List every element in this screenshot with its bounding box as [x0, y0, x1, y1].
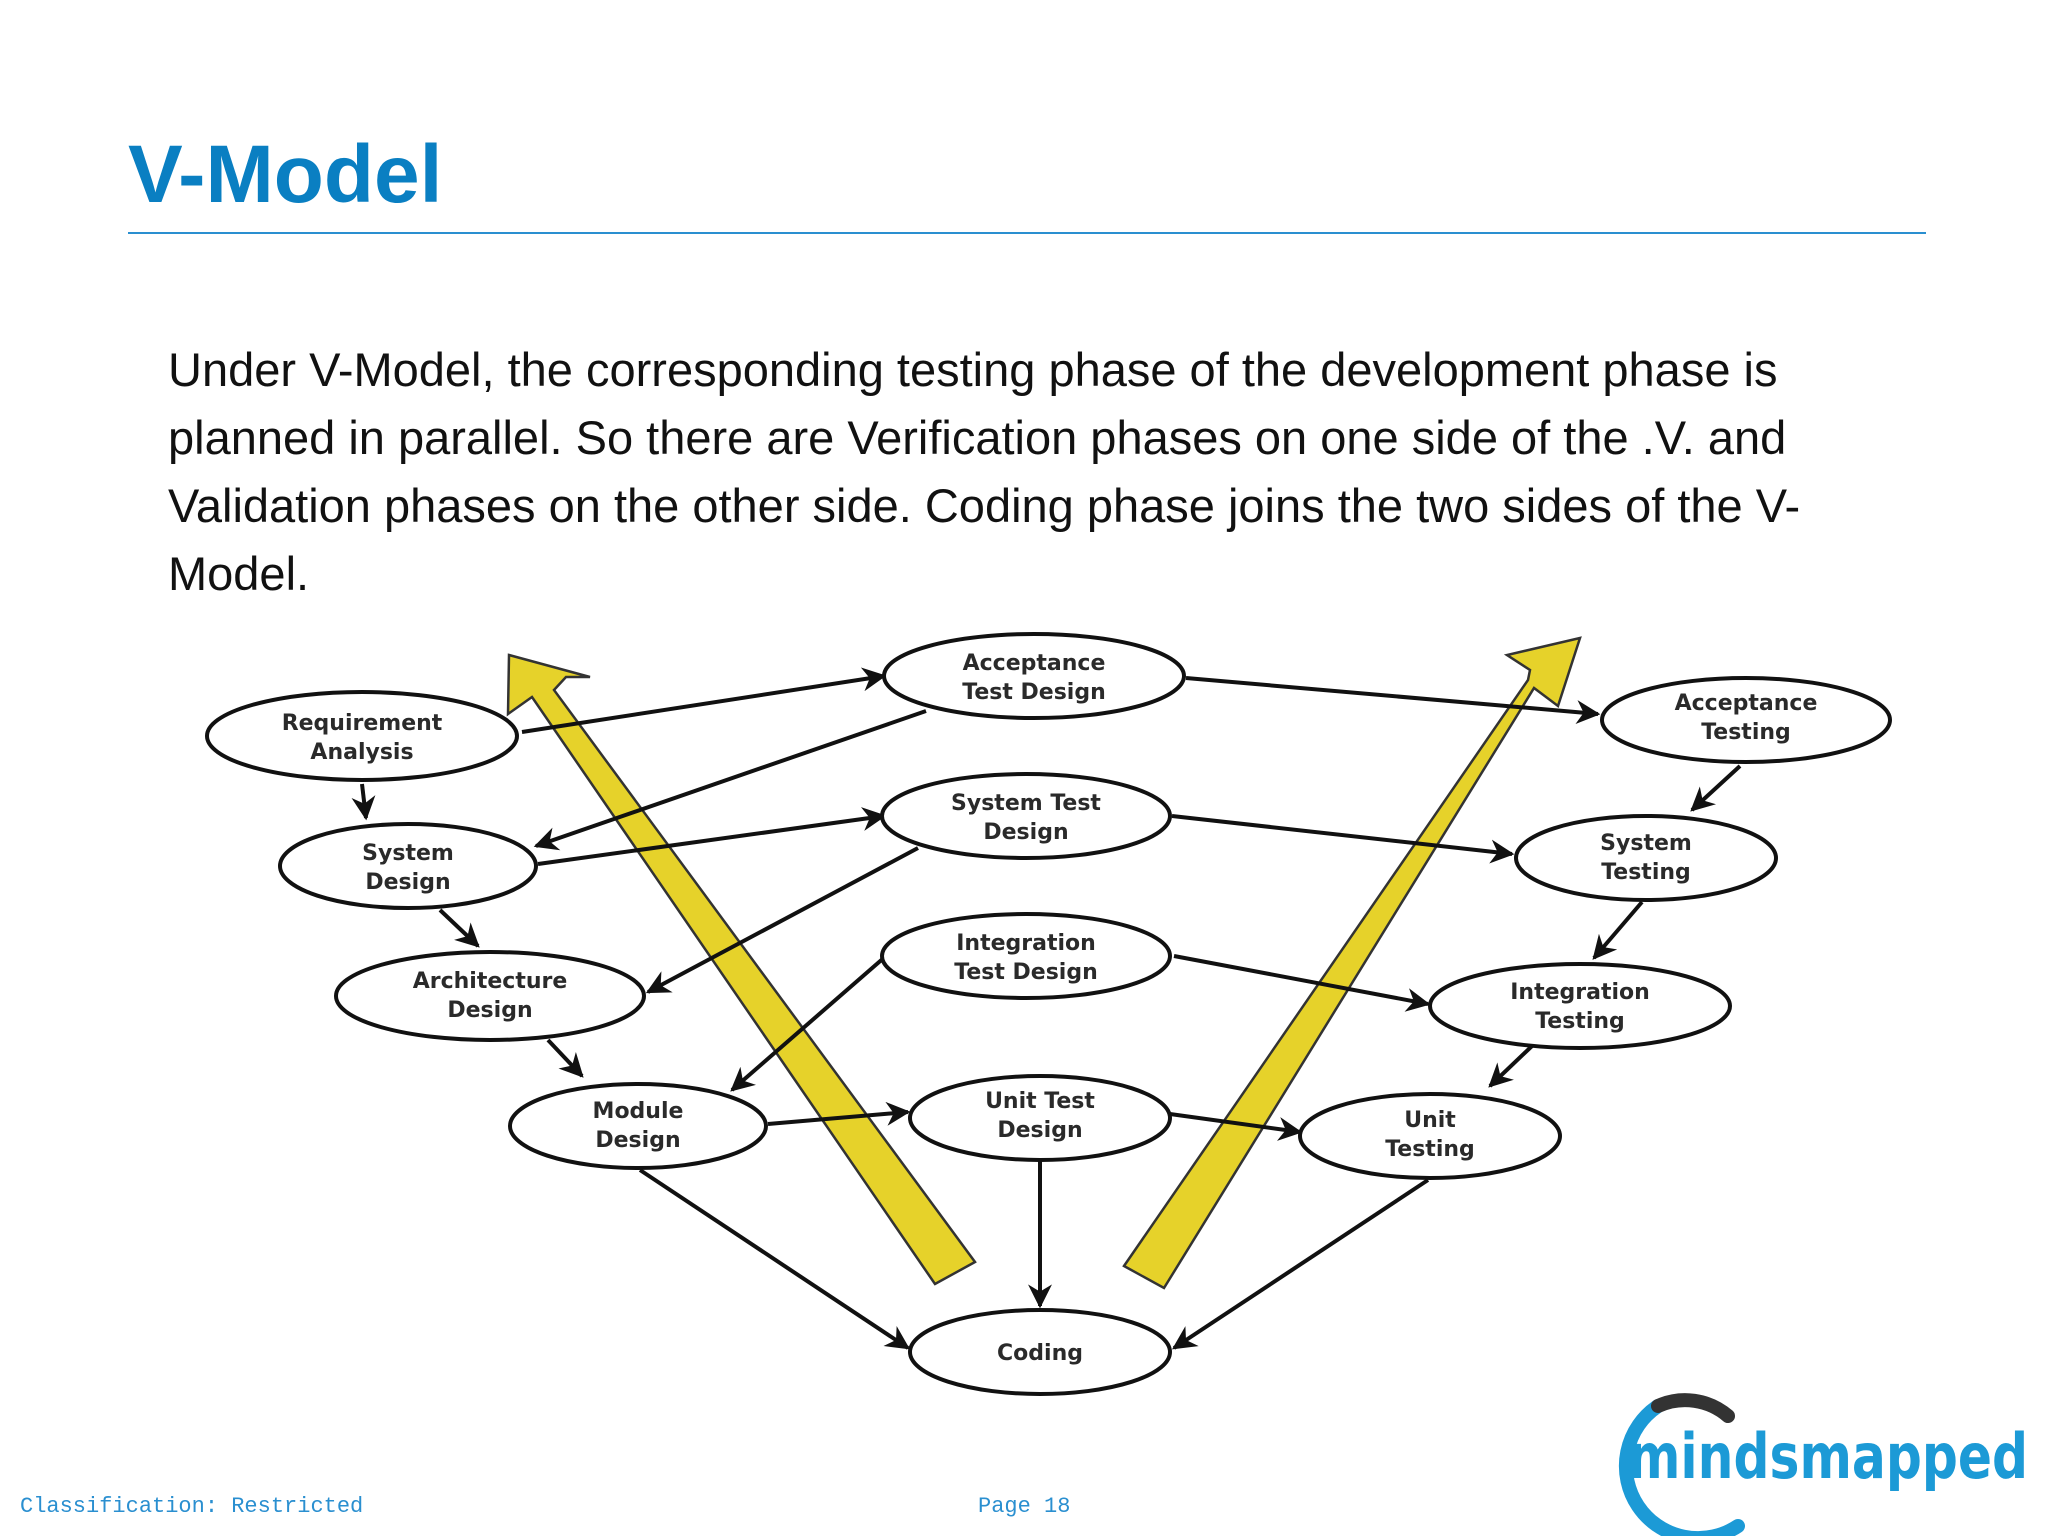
node-label: System — [1600, 831, 1692, 856]
node-label: Testing — [1385, 1137, 1475, 1162]
footer-page-number: Page 18 — [978, 1494, 1071, 1519]
arrow-module-to-unit-test-design — [767, 1101, 911, 1126]
node-system-design: System Design — [278, 822, 538, 910]
slide-body-text: Under V-Model, the corresponding testing… — [168, 343, 1801, 600]
arrow-requirement-to-system-design — [351, 783, 376, 821]
node-coding: Coding — [908, 1308, 1172, 1396]
node-label: Acceptance — [1675, 691, 1818, 716]
node-acceptance-test-design: Acceptance Test Design — [882, 632, 1186, 720]
arrow-system-testing-to-integration-testing — [1592, 900, 1644, 960]
node-label: Coding — [997, 1341, 1083, 1366]
node-label: Test Design — [954, 960, 1098, 985]
node-label: Design — [983, 820, 1068, 845]
node-label: Test Design — [962, 680, 1106, 705]
arrow-requirement-to-acceptance-test-design — [521, 667, 887, 734]
node-label: Testing — [1701, 720, 1791, 745]
node-label: Integration — [956, 931, 1096, 956]
logo-ring-dark — [1651, 1393, 1735, 1423]
node-label: Design — [595, 1128, 680, 1153]
title-divider — [128, 232, 1926, 234]
arrow-unit-testing-to-coding — [1171, 1178, 1430, 1350]
node-label: Testing — [1601, 860, 1691, 885]
node-label: Unit — [1404, 1108, 1456, 1133]
arrow-system-to-architecture-design — [438, 908, 480, 948]
node-label: Unit Test — [985, 1089, 1095, 1114]
node-label: Testing — [1535, 1009, 1625, 1034]
arrow-unit-test-design-to-unit-testing — [1169, 1112, 1303, 1141]
arrow-architecture-to-module-design — [546, 1038, 584, 1078]
node-acceptance-testing: Acceptance Testing — [1600, 676, 1892, 764]
logo-ring — [1618, 1399, 1745, 1536]
node-system-testing: System Testing — [1514, 814, 1778, 902]
node-unit-test-design: Unit Test Design — [908, 1074, 1172, 1162]
mindsmapped-logo: mindsmapped — [1618, 1393, 2028, 1536]
footer-classification: Classification: Restricted — [20, 1494, 364, 1519]
arrow-system-test-design-to-architecture-design — [645, 846, 919, 994]
arrow-acceptance-test-design-to-system-design — [533, 709, 927, 851]
node-label: Analysis — [310, 740, 413, 765]
node-label: Acceptance — [963, 651, 1106, 676]
arrow-acceptance-test-design-to-acceptance-testing — [1185, 676, 1601, 725]
connector-arrows — [351, 667, 1742, 1350]
node-label: Design — [447, 998, 532, 1023]
node-requirement-analysis: Requirement Analysis — [205, 690, 519, 782]
arrow-integration-test-design-to-integration-testing — [1173, 954, 1431, 1012]
arrow-integration-test-design-to-module-design — [730, 954, 888, 1092]
node-architecture-design: Architecture Design — [334, 950, 646, 1042]
verification-big-arrow — [506, 653, 977, 1286]
arrow-module-design-to-coding — [638, 1168, 910, 1350]
node-label: Design — [997, 1118, 1082, 1143]
node-label: Requirement — [282, 711, 443, 736]
node-label: Integration — [1510, 980, 1650, 1005]
node-unit-testing: Unit Testing — [1298, 1092, 1562, 1180]
arrow-system-design-to-system-test-design — [537, 807, 887, 866]
logo-wordmark: mindsmapped — [1628, 1420, 2028, 1493]
slide-title: V-Model — [128, 129, 443, 220]
validation-big-arrow — [1122, 636, 1582, 1290]
arrow-acceptance-testing-to-system-testing — [1690, 764, 1742, 812]
arrow-integration-testing-to-unit-testing — [1488, 1044, 1534, 1088]
node-module-design: Module Design — [508, 1082, 768, 1170]
node-integration-testing: Integration Testing — [1428, 962, 1732, 1050]
arrow-system-test-design-to-system-testing — [1171, 814, 1515, 864]
node-label: Design — [365, 870, 450, 895]
node-label: Module — [593, 1099, 684, 1124]
node-label: Architecture — [413, 969, 568, 994]
node-system-test-design: System Test Design — [880, 772, 1172, 860]
node-label: System — [362, 841, 454, 866]
node-label: System Test — [951, 791, 1101, 816]
node-integration-test-design: Integration Test Design — [880, 912, 1172, 1000]
